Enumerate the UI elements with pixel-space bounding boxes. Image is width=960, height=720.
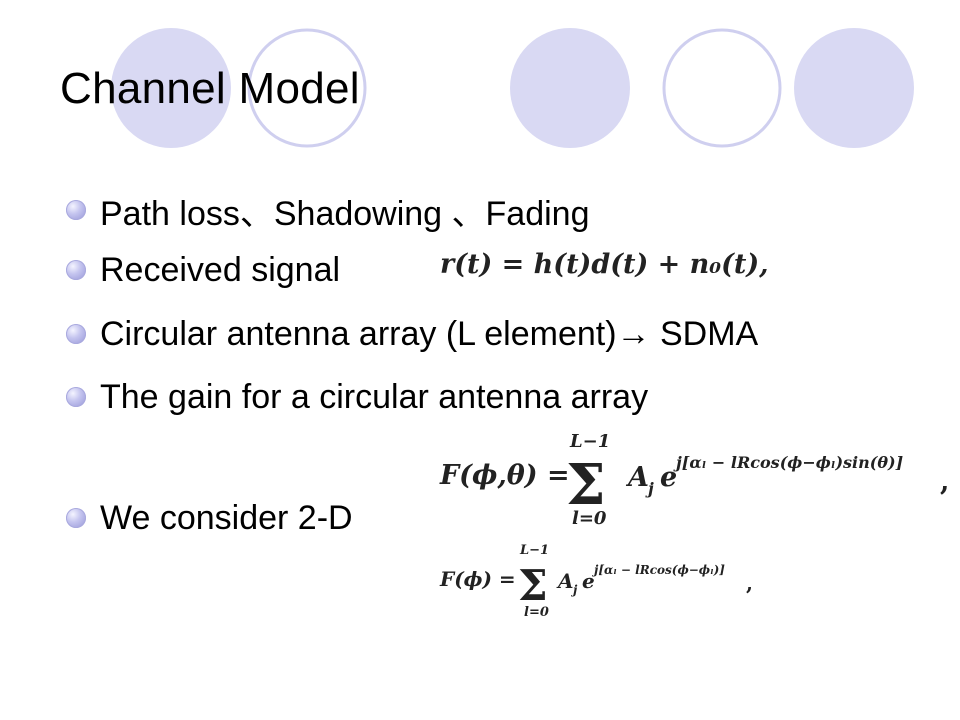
bullet-text: The gain for a circular antenna array (100, 377, 649, 416)
bullet-item: The gain for a circular antenna array (66, 375, 648, 419)
decor-circle-3 (510, 28, 630, 148)
gain-2d-sum-icon: Σ (518, 561, 548, 610)
gain-2d-equation: F(ϕ) = L−1 Σ l=0 A j e j[αₗ − lRcos(ϕ−ϕₗ… (439, 538, 780, 628)
bullet-text: We consider 2-D (100, 498, 353, 537)
gain-2d-term-sub: j (571, 583, 578, 597)
bullet-item: Circular antenna array (L element)→ SDMA (66, 312, 758, 356)
gain-2d-tail: , (746, 571, 753, 595)
bullet-icon (66, 324, 86, 344)
gain-2d-lhs: F(ϕ) = (439, 567, 516, 591)
gain-3d-base: e (660, 462, 677, 493)
decorative-circles (111, 28, 914, 148)
bullet-item: Path loss、Shadowing 、Fading (66, 188, 590, 233)
bullet-icon (66, 387, 86, 407)
gain-3d-exponent: j[αₗ − lRcos(ϕ−ϕₗ)sin(θ)] (673, 453, 903, 472)
gain-2d-exponent: j[αₗ − lRcos(ϕ−ϕₗ)] (592, 563, 725, 577)
slide-title: Channel Model (60, 64, 360, 113)
received-signal-formula: r(t) = h(t)d(t) + n₀(t), (440, 249, 769, 280)
bullet-icon (66, 260, 86, 280)
received-signal-equation: r(t) = h(t)d(t) + n₀(t), (440, 240, 769, 290)
gain-3d-sum-upper: L−1 (569, 431, 610, 452)
gain-2d-term: A (556, 569, 574, 593)
gain-3d-lhs: F(ϕ,θ) = (439, 460, 570, 491)
gain-3d-tail: , (940, 466, 949, 497)
bullet-icon (66, 508, 86, 528)
bullet-item: We consider 2-D (66, 496, 353, 540)
gain-2d-sum-lower: l=0 (524, 605, 549, 620)
gain-2d-base: e (582, 569, 595, 593)
decor-circle-1 (111, 28, 231, 148)
gain-3d-sum-lower: l=0 (572, 508, 607, 529)
decor-circle-2 (247, 28, 367, 148)
bullet-text: Received signal (100, 250, 341, 289)
bullet-item: Received signal (66, 248, 340, 292)
decor-circle-5 (794, 28, 914, 148)
bullet-text: Circular antenna array (L element)→ SDMA (100, 314, 759, 353)
gain-3d-term: A (625, 462, 649, 493)
gain-3d-term-sub: j (645, 479, 654, 498)
gain-3d-sum-icon: Σ (566, 452, 606, 518)
gain-3d-equation: F(ϕ,θ) = L−1 Σ l=0 A j e j[αₗ − lRcos(ϕ−… (439, 424, 960, 534)
bullet-text: Path loss、Shadowing 、Fading (100, 194, 590, 233)
bullet-icon (66, 200, 86, 220)
decor-circle-4 (662, 28, 782, 148)
gain-2d-sum-upper: L−1 (519, 543, 549, 558)
